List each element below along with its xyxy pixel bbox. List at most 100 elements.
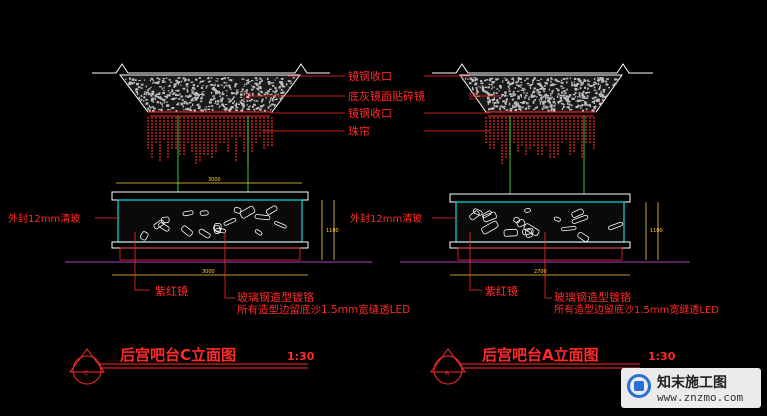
mosaic-chip [280, 85, 282, 87]
bead [183, 135, 185, 137]
bead [251, 120, 253, 122]
znzmo-logo-icon [627, 374, 651, 398]
mosaic-chip [554, 83, 557, 85]
mosaic-chip [225, 84, 227, 87]
mosaic-chip [520, 89, 524, 91]
mosaic-chip [547, 78, 549, 81]
mosaic-chip [210, 98, 213, 101]
mosaic-chip [533, 95, 536, 98]
bead [557, 135, 559, 137]
bead [577, 126, 579, 128]
bead [171, 138, 173, 140]
mosaic-chip [495, 78, 498, 81]
bead [537, 135, 539, 137]
bead [243, 126, 245, 128]
bead [263, 144, 265, 146]
mosaic-chip [187, 95, 190, 98]
mosaic-chip [491, 86, 494, 88]
mosaic-chip [527, 105, 531, 108]
mosaic-chip [500, 86, 502, 89]
bead [525, 132, 527, 134]
bead [505, 150, 507, 152]
bead [207, 150, 209, 152]
mosaic-chip [521, 101, 525, 105]
mosaic-chip [186, 107, 189, 109]
mosaic-chip [571, 84, 573, 87]
bead [493, 141, 495, 143]
bead [585, 120, 587, 122]
dim-bottom-value-a: 2700 [534, 269, 547, 275]
mosaic-chip [167, 109, 170, 111]
bead [199, 150, 201, 152]
bead [211, 153, 213, 155]
bead [147, 135, 149, 137]
bead [557, 147, 559, 149]
bead [593, 141, 595, 143]
bead [163, 126, 165, 128]
mosaic-chip [209, 80, 212, 82]
bead [251, 150, 253, 152]
bead [581, 153, 583, 155]
mosaic-chip [217, 91, 219, 94]
bead [577, 117, 579, 119]
bead [549, 156, 551, 158]
bead [259, 129, 261, 131]
mosaic-chip [169, 109, 172, 111]
ornament-shape [523, 223, 540, 237]
bead [565, 126, 567, 128]
bead [199, 159, 201, 161]
bead [569, 126, 571, 128]
mosaic-chip [180, 84, 182, 86]
bead [235, 150, 237, 152]
bead [151, 123, 153, 125]
mosaic-chip [518, 85, 521, 87]
mosaic-chip [280, 78, 284, 80]
mosaic-chip [520, 108, 522, 112]
mosaic-chip [160, 108, 163, 112]
mosaic-chip [561, 91, 564, 94]
mosaic-chip [505, 78, 508, 81]
bead [593, 138, 595, 140]
bead [577, 123, 579, 125]
mosaic-chip [152, 82, 154, 84]
mosaic-chip [275, 87, 277, 89]
mosaic-chip [561, 87, 564, 89]
mosaic-chip [565, 95, 569, 98]
bead [159, 159, 161, 161]
mosaic-chip [506, 95, 508, 97]
mosaic-chip [496, 88, 499, 90]
mosaic-chip [235, 91, 239, 94]
bead [267, 135, 269, 137]
mosaic-chip [577, 78, 580, 81]
mosaic-chip [593, 85, 595, 87]
bead [505, 153, 507, 155]
mosaic-chip [545, 82, 548, 85]
bead [561, 129, 563, 131]
mosaic-chip [255, 79, 258, 81]
canopy-mosaic-c [125, 77, 295, 112]
bead [271, 123, 273, 125]
mosaic-chip [598, 93, 601, 96]
mosaic-chip [530, 93, 533, 96]
mosaic-chip [207, 108, 211, 111]
bead [569, 144, 571, 146]
bead [565, 132, 567, 134]
mosaic-chip [499, 85, 502, 88]
mosaic-chip [163, 86, 165, 89]
bead [537, 141, 539, 143]
mosaic-chip [193, 99, 195, 102]
mosaic-chip [161, 103, 163, 106]
mosaic-chip [560, 85, 563, 87]
mosaic-chip [613, 83, 616, 85]
mosaic-chip [178, 98, 181, 100]
bead [223, 117, 225, 119]
mosaic-chip [493, 86, 495, 88]
mosaic-chip [566, 77, 569, 80]
mosaic-chip [540, 97, 543, 99]
mosaic-chip [249, 100, 252, 102]
bead [203, 144, 205, 146]
mosaic-chip [182, 87, 186, 90]
mosaic-chip [274, 98, 277, 101]
mosaic-chip [152, 109, 155, 112]
bead [171, 129, 173, 131]
